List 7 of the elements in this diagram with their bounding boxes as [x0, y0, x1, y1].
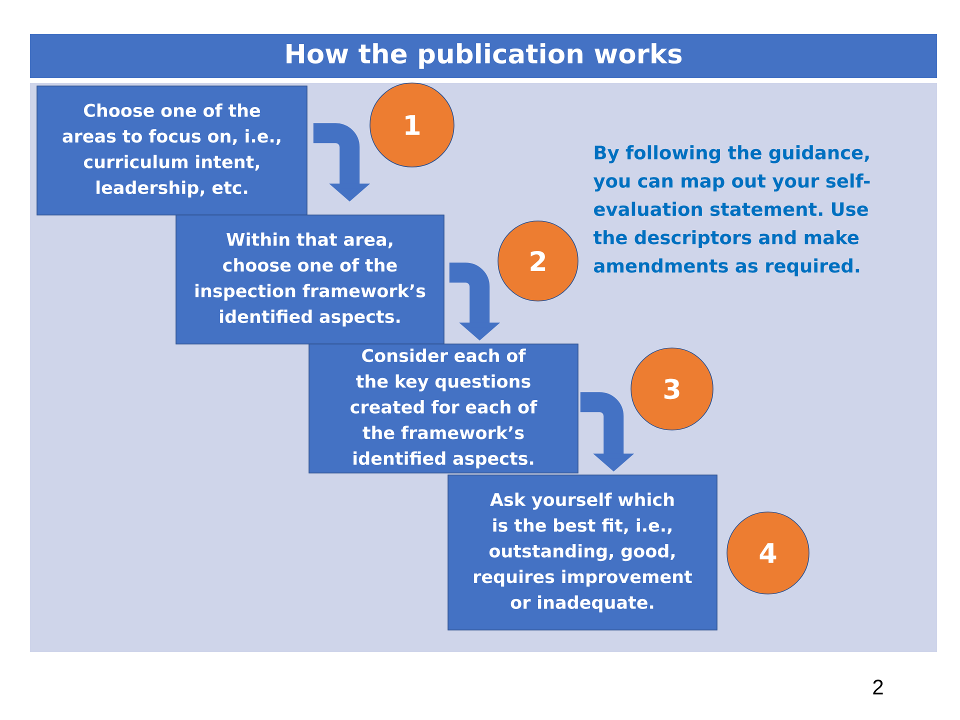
process-box: Choose one of the areas to focus on, i.e., curriculum intent, leadership, etc.: [36, 86, 308, 216]
process-box: Within that area, choose one of the inspection framework’s identified aspects.: [176, 214, 444, 344]
process-box: Ask yourself which is the best fit, i.e., outstanding, good, requires improvement or inadequate.: [448, 474, 718, 630]
page-number: 2: [873, 680, 883, 694]
note-text: By following the guidance, you can map out your self-evaluation statement. Use the descriptors and make amendments as required.: [593, 145, 870, 276]
process-box: Consider each of the key questions created for each of the framework’s identified aspects.: [308, 344, 578, 474]
title-bar: How the publication works: [30, 34, 938, 78]
